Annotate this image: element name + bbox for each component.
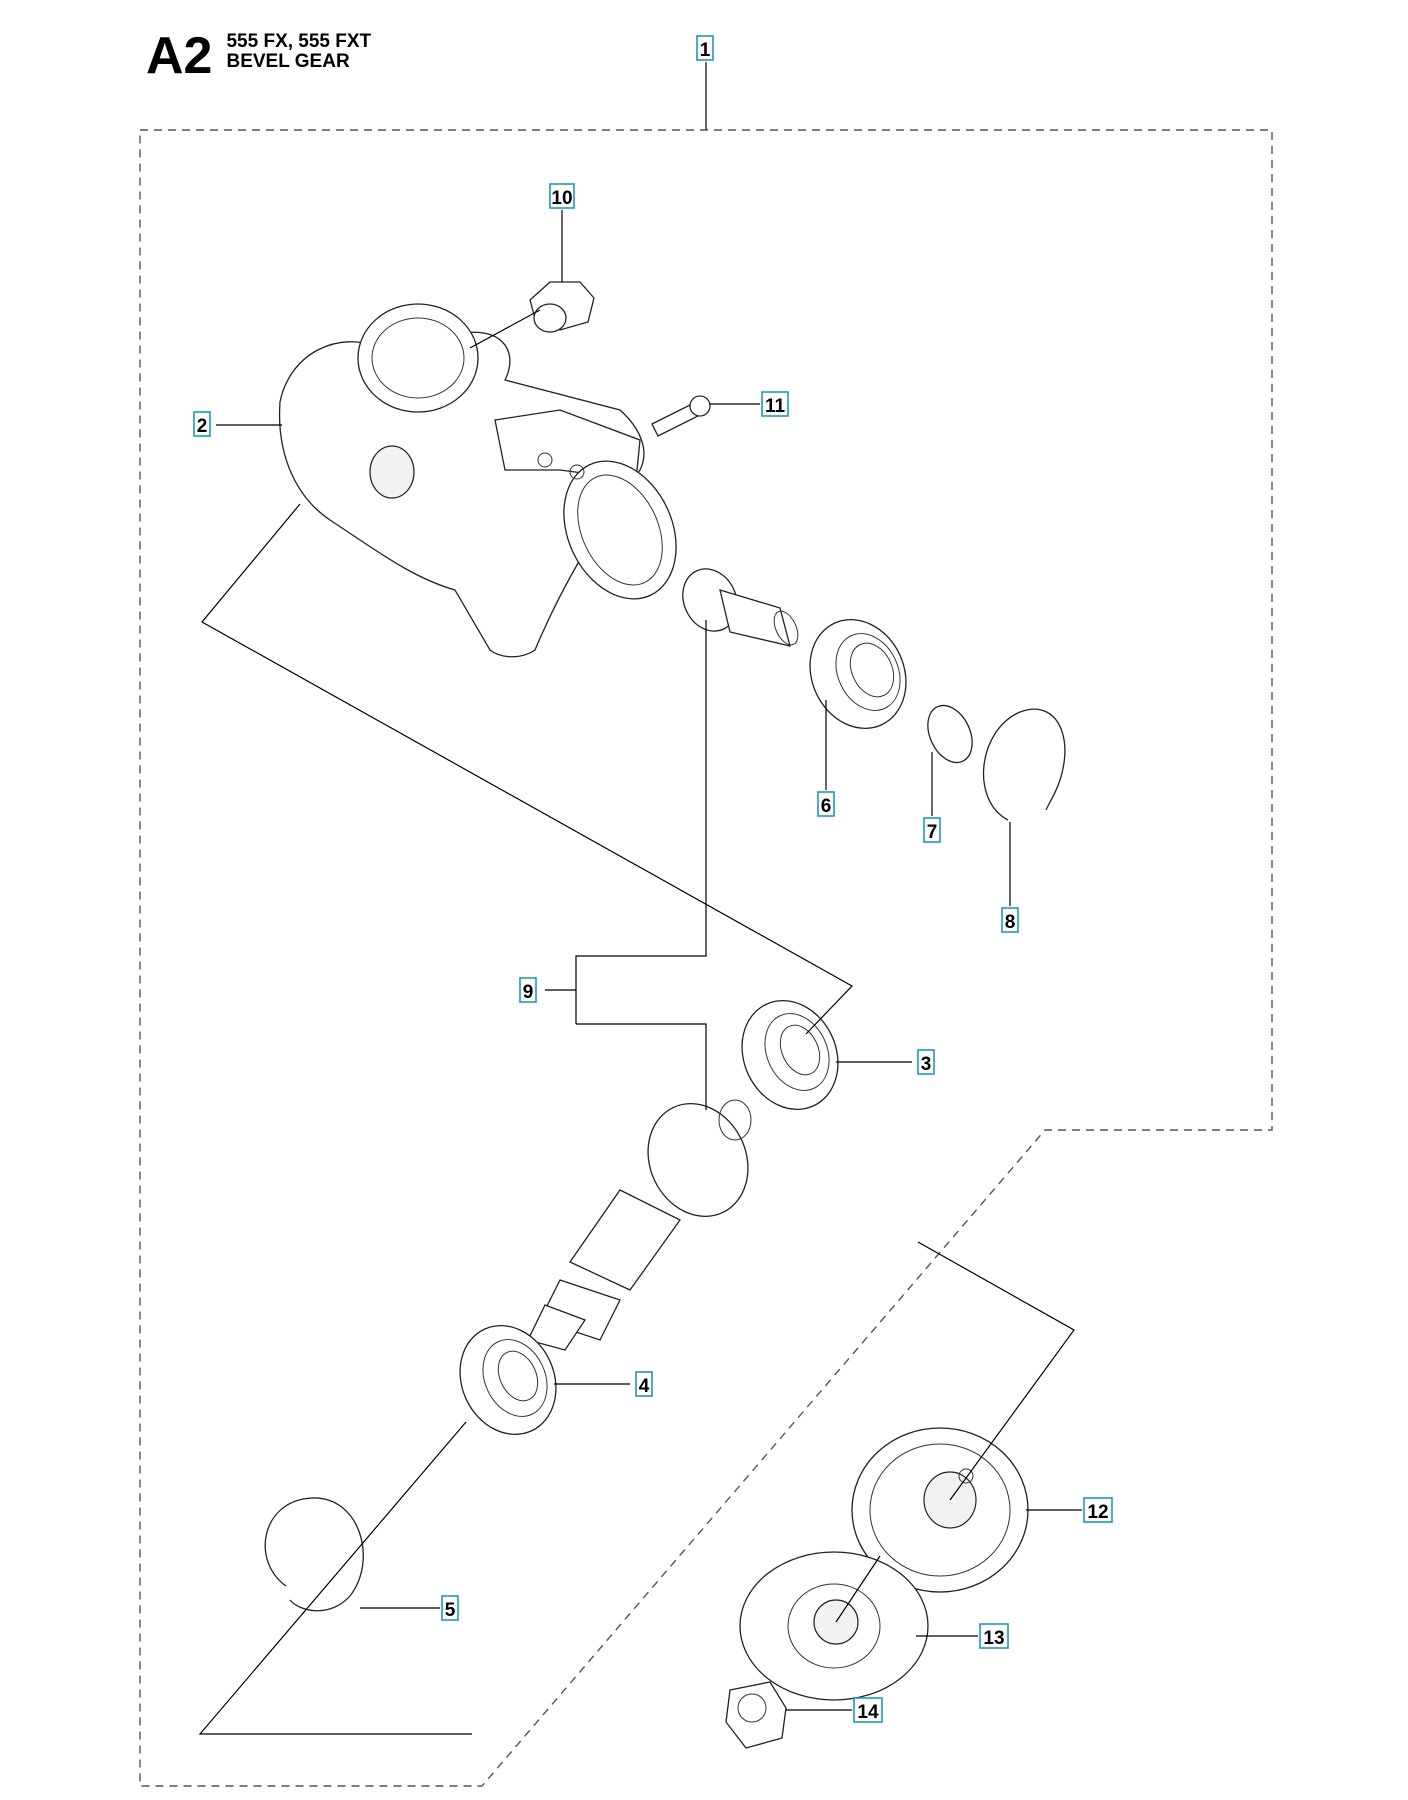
diagram-title: BEVEL GEAR — [226, 51, 350, 72]
circlip-5-part — [264, 1497, 364, 1612]
svg-text:1: 1 — [700, 40, 711, 61]
page-header: A2 555 FX, 555 FXT BEVEL GEAR — [146, 30, 371, 82]
gear-housing-part — [278, 303, 677, 658]
nut-disc-line — [835, 1555, 881, 1623]
pinion-gear-part — [682, 568, 799, 647]
callout-3[interactable]: 3 — [917, 1049, 935, 1075]
svg-text:13: 13 — [983, 1628, 1004, 1649]
callout-14[interactable]: 14 — [853, 1697, 883, 1723]
svg-text:12: 12 — [1087, 1502, 1108, 1523]
title-lines: 555 FX, 555 FXT BEVEL GEAR — [226, 30, 371, 72]
leader-9-lower — [576, 1023, 707, 1110]
bevel-gear-shaft-part — [527, 1099, 752, 1351]
svg-text:3: 3 — [921, 1054, 932, 1075]
svg-text:9: 9 — [523, 982, 534, 1003]
callout-13[interactable]: 13 — [979, 1623, 1009, 1649]
leader-9-upper — [575, 620, 707, 1024]
support-disc-part — [739, 1551, 929, 1701]
callout-9[interactable]: 9 — [519, 977, 537, 1003]
callout-8[interactable]: 8 — [1001, 907, 1019, 933]
nut-part — [725, 1681, 787, 1749]
svg-text:4: 4 — [639, 1376, 650, 1397]
models-label: 555 FX, 555 FXT — [226, 31, 372, 52]
svg-text:10: 10 — [551, 188, 572, 209]
svg-text:11: 11 — [765, 396, 786, 417]
bearing-upper-part — [809, 619, 907, 729]
callout-6[interactable]: 6 — [817, 791, 835, 817]
bearing-3-part — [741, 1000, 839, 1110]
callout-10[interactable]: 10 — [549, 183, 575, 209]
svg-text:8: 8 — [1005, 912, 1016, 933]
callout-5[interactable]: 5 — [441, 1595, 459, 1621]
svg-text:14: 14 — [857, 1702, 879, 1723]
callout-2[interactable]: 2 — [193, 411, 211, 437]
assembly-boundary — [139, 129, 1273, 1787]
callout-1[interactable]: 1 — [696, 35, 714, 61]
callout-4[interactable]: 4 — [635, 1371, 653, 1397]
callout-11[interactable]: 11 — [761, 391, 789, 417]
svg-text:2: 2 — [197, 416, 208, 437]
svg-text:7: 7 — [927, 822, 938, 843]
housing-frame-line — [201, 503, 853, 1035]
lower-frame-line — [198, 1421, 472, 1735]
bearing-4-part — [459, 1325, 557, 1435]
callout-7[interactable]: 7 — [923, 817, 941, 843]
callout-12[interactable]: 12 — [1083, 1497, 1113, 1523]
svg-text:5: 5 — [445, 1600, 456, 1621]
screw-part — [651, 395, 711, 437]
section-code: A2 — [146, 27, 213, 85]
svg-text:6: 6 — [821, 796, 832, 817]
leader-10-plug — [469, 309, 541, 349]
retaining-ring-part — [982, 708, 1066, 821]
cup-frame-line — [917, 1241, 1075, 1501]
circlip-small-part — [927, 704, 973, 764]
plug-part — [529, 281, 595, 333]
